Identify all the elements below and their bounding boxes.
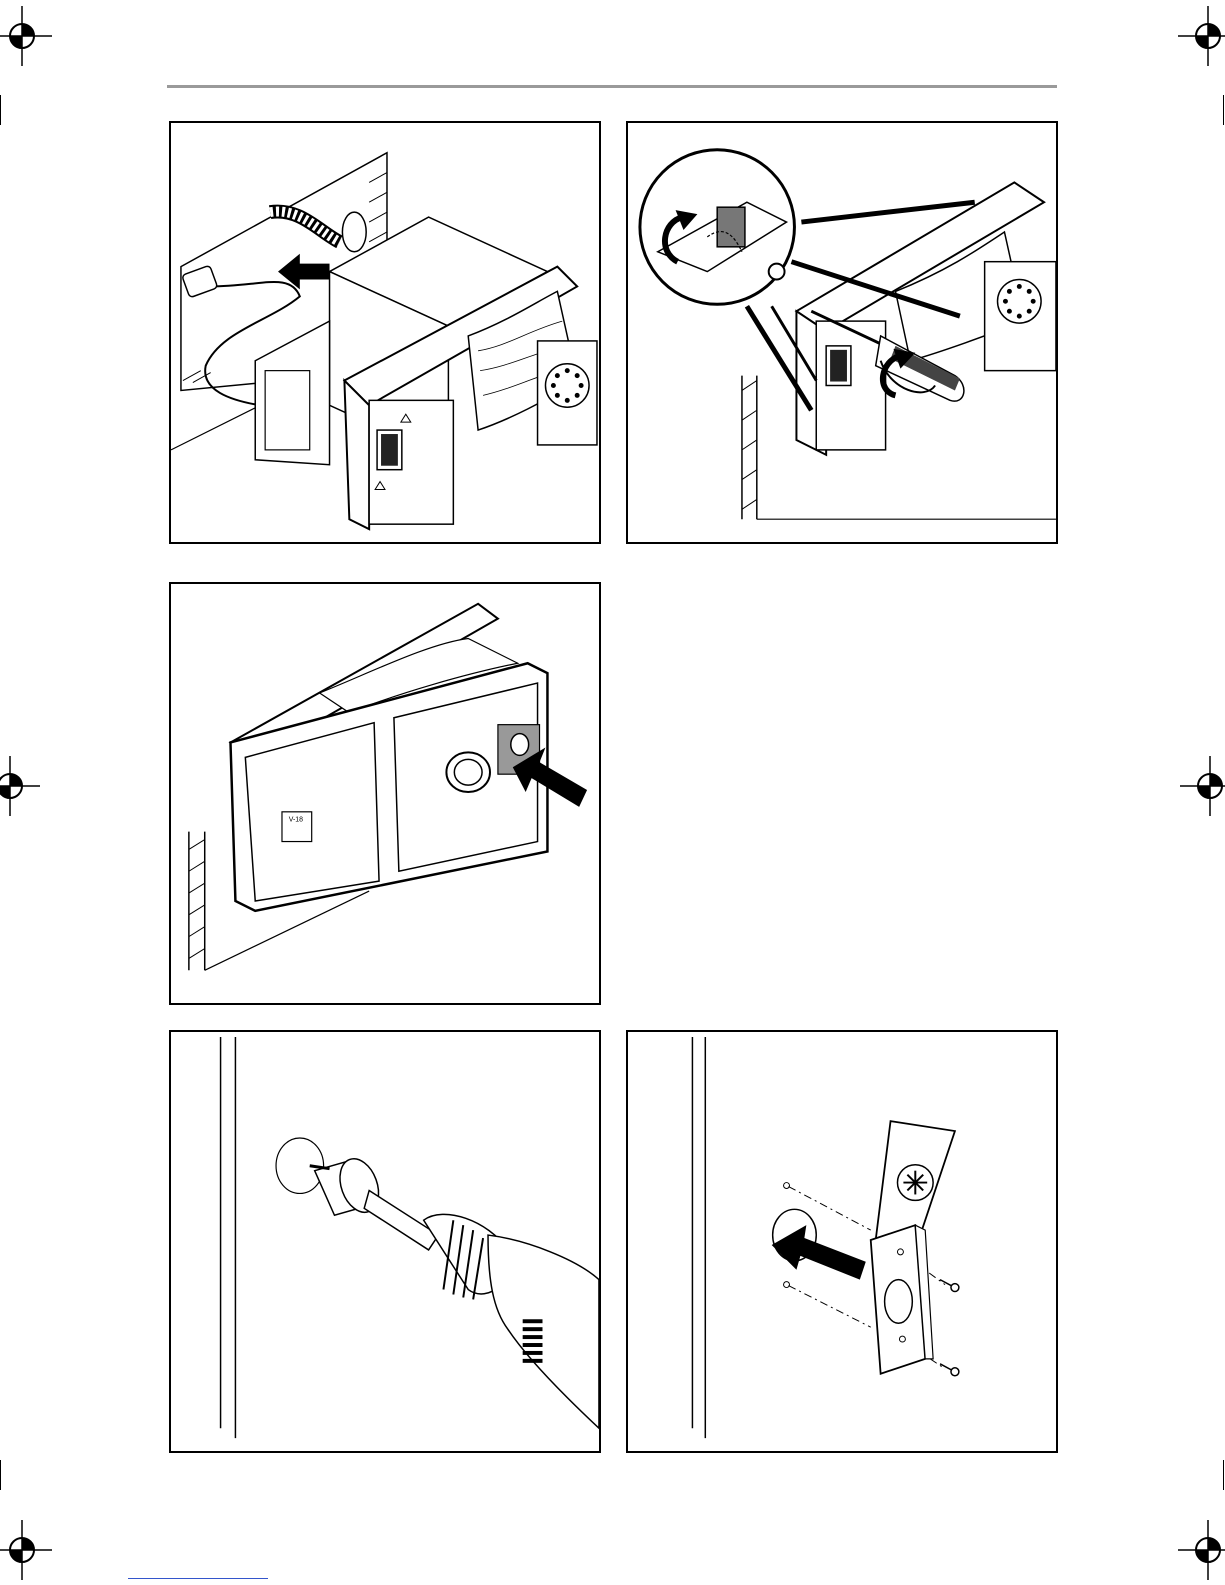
crop-mark [0,95,1,125]
registration-mark-top-left [0,6,52,66]
footer-link-underline [128,1578,268,1579]
drill-illustration [171,1032,599,1451]
figure-press-front-cover: V-18 [169,582,601,1005]
figure-mount-bracket [626,1030,1058,1453]
bracket-illustration [628,1032,1056,1451]
registration-mark-top-right [1178,6,1225,66]
panel-label-text: V-18 [289,817,303,824]
figure-insert-fan-unit [169,121,601,544]
crop-mark [1223,95,1224,125]
crop-mark [0,1460,1,1490]
header-rule [167,85,1057,88]
fan-unit-illustration [171,123,599,542]
crop-mark [1223,1460,1224,1490]
registration-mark-bottom-right [1178,1520,1225,1580]
registration-mark-mid-left [0,756,40,816]
registration-mark-mid-right [1180,756,1225,816]
screwdriver-illustration [628,123,1056,542]
figure-fasten-clip-screwdriver [626,121,1058,544]
front-cover-illustration: V-18 [171,584,599,1003]
figure-drill-wall-hole [169,1030,601,1453]
registration-mark-bottom-left [0,1520,52,1580]
